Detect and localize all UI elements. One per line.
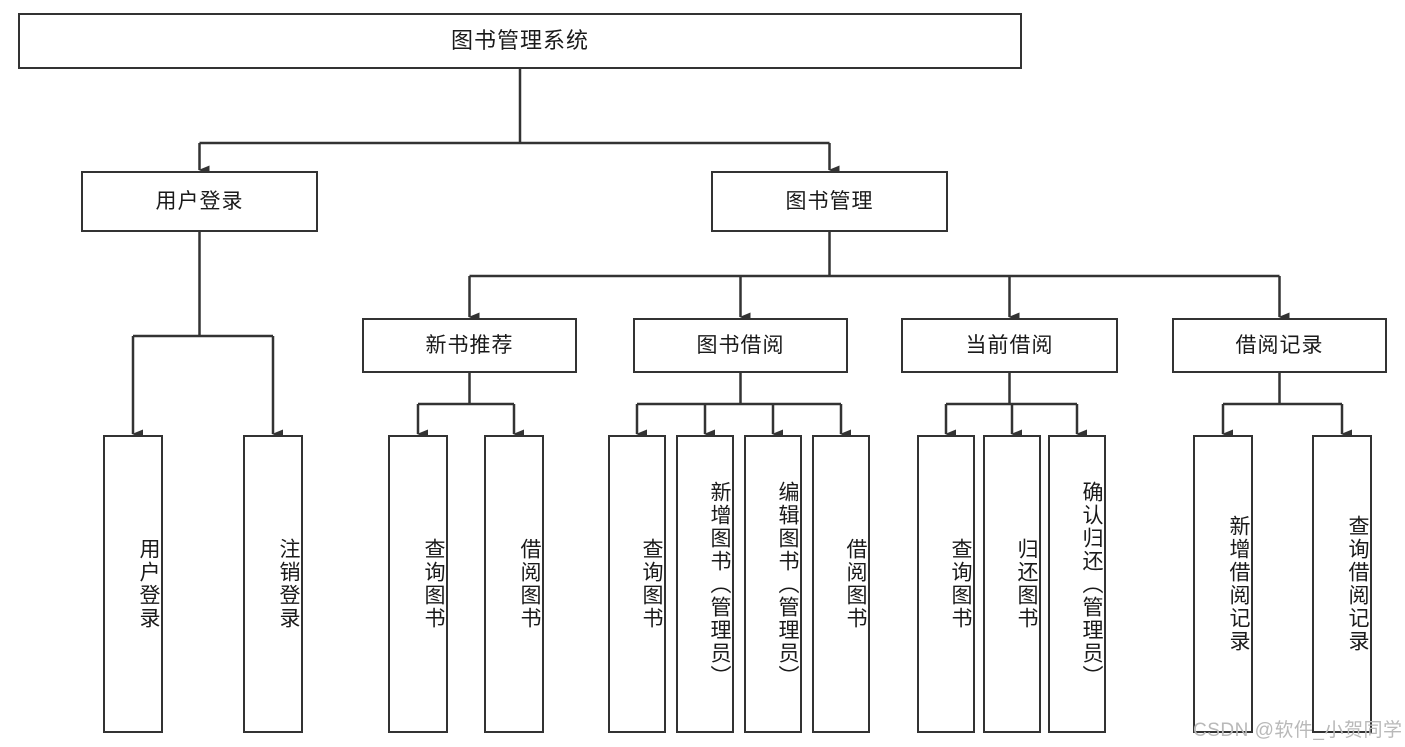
node-label: 查询图书: [422, 538, 445, 630]
node-root-system[interactable]: 图书管理系统: [18, 13, 1022, 69]
node-leaf-return-book[interactable]: 归还图书: [983, 435, 1041, 733]
node-label: 新书推荐: [425, 333, 514, 357]
node-label: 归还图书: [1015, 538, 1038, 630]
node-leaf-user-logout[interactable]: 注销登录: [243, 435, 303, 733]
node-current-borrow[interactable]: 当前借阅: [901, 318, 1118, 373]
watermark-credit: CSDN @软件_小贺同学: [1193, 720, 1403, 741]
node-leaf-edit-book-admin[interactable]: 编辑图书（管理员）: [744, 435, 802, 733]
node-label: 图书管理: [785, 189, 874, 213]
node-label: 图书管理系统: [450, 27, 589, 53]
node-book-borrow[interactable]: 图书借阅: [633, 318, 848, 373]
node-label: 新增借阅记录: [1227, 515, 1250, 653]
node-leaf-query-borrow-record[interactable]: 查询借阅记录: [1312, 435, 1372, 733]
node-label: 查询图书: [640, 538, 663, 630]
node-label: 借阅图书: [518, 538, 541, 630]
node-label: 用户登录: [137, 538, 160, 630]
node-label: 当前借阅: [965, 333, 1054, 357]
node-label: 图书借阅: [696, 333, 785, 357]
node-leaf-add-book-admin[interactable]: 新增图书（管理员）: [676, 435, 734, 733]
node-user-login[interactable]: 用户登录: [81, 171, 318, 232]
node-label: 新增图书（管理员）: [708, 480, 731, 688]
node-label: 借阅图书: [844, 538, 867, 630]
node-borrow-record[interactable]: 借阅记录: [1172, 318, 1387, 373]
node-leaf-borrow-book-newbook[interactable]: 借阅图书: [484, 435, 544, 733]
node-leaf-query-book-current[interactable]: 查询图书: [917, 435, 975, 733]
node-new-book-recommend[interactable]: 新书推荐: [362, 318, 577, 373]
node-leaf-borrow-book-borrow[interactable]: 借阅图书: [812, 435, 870, 733]
node-leaf-user-login[interactable]: 用户登录: [103, 435, 163, 733]
node-label: 用户登录: [155, 189, 244, 213]
node-leaf-add-borrow-record[interactable]: 新增借阅记录: [1193, 435, 1253, 733]
node-leaf-query-book-newbook[interactable]: 查询图书: [388, 435, 448, 733]
node-label: 查询借阅记录: [1346, 515, 1369, 653]
node-label: 查询图书: [949, 538, 972, 630]
node-leaf-query-book-borrow[interactable]: 查询图书: [608, 435, 666, 733]
node-label: 编辑图书（管理员）: [776, 480, 799, 688]
node-label: 注销登录: [277, 538, 300, 630]
node-label: 借阅记录: [1235, 333, 1324, 357]
node-book-management[interactable]: 图书管理: [711, 171, 948, 232]
node-leaf-confirm-return-admin[interactable]: 确认归还（管理员）: [1048, 435, 1106, 733]
node-label: 确认归还（管理员）: [1080, 480, 1103, 688]
